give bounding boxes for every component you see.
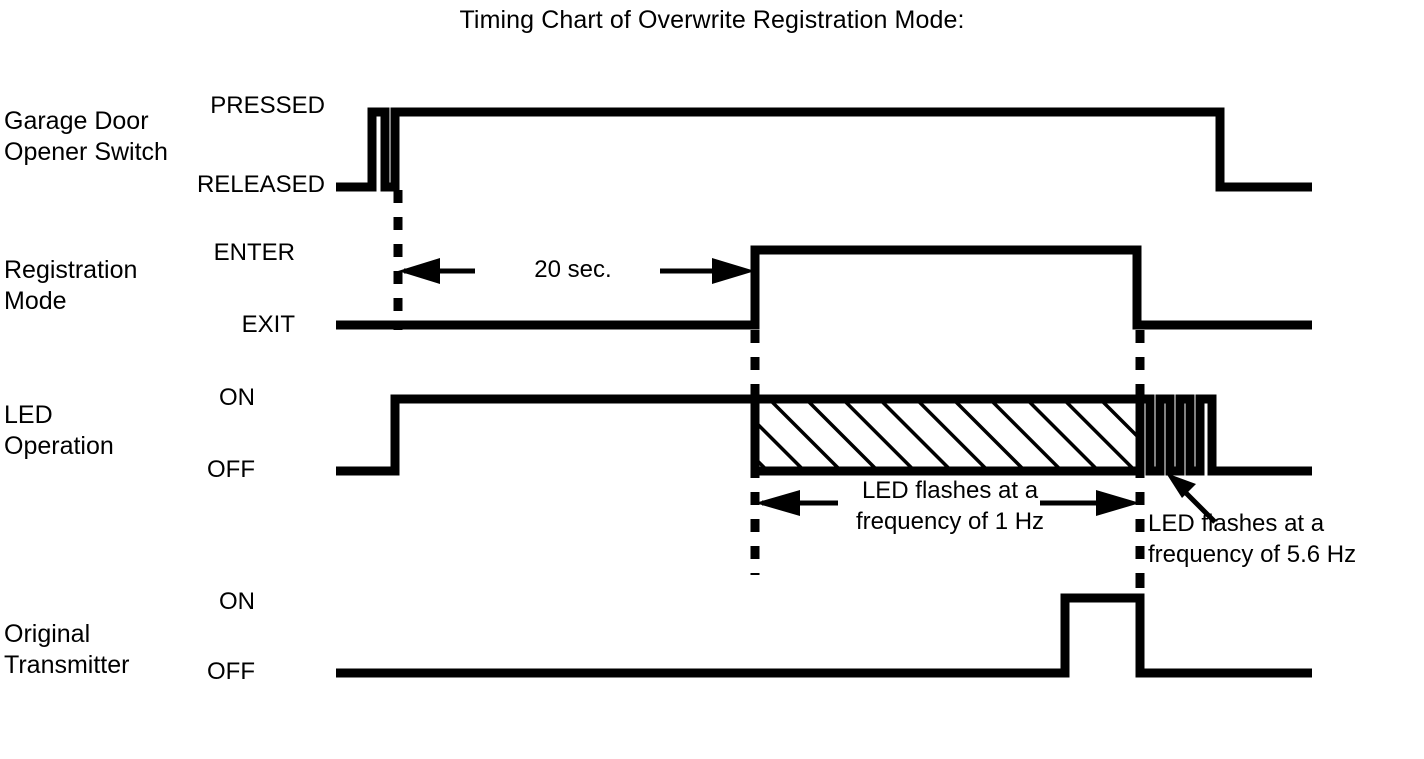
waveform-garage-door-opener-switch — [336, 107, 1312, 192]
signal-label-led-operation: LED Operation — [4, 401, 114, 460]
waveform-original-transmitter — [336, 593, 1312, 678]
measure-arrow-20-sec — [398, 258, 755, 284]
level-label-released: RELEASED — [196, 171, 325, 198]
annotation-led-1hz: LED flashes at a frequency of 1 Hz — [855, 477, 1045, 535]
callout-arrow-led-5-6hz — [1166, 473, 1217, 524]
level-label-pressed: PRESSED — [210, 92, 325, 119]
led-flashing-1hz-block — [750, 394, 1145, 476]
level-label-transmitter-off: OFF — [207, 658, 255, 685]
annotation-20-sec: 20 sec. — [534, 256, 612, 283]
signal-label-original-transmitter: Original Transmitter — [4, 620, 130, 679]
level-label-led-on: ON — [219, 384, 255, 411]
page-title: Timing Chart of Overwrite Registration M… — [459, 6, 965, 34]
level-label-exit: EXIT — [241, 311, 295, 338]
waveform-led-operation — [336, 394, 1312, 476]
signal-label-registration-mode: Registration Mode — [4, 256, 138, 315]
level-label-enter: ENTER — [213, 239, 295, 266]
measure-arrow-led-1hz — [755, 490, 1140, 516]
signal-label-garage-door-opener-switch: Garage Door Opener Switch — [4, 107, 168, 166]
level-label-transmitter-on: ON — [219, 588, 255, 615]
annotation-led-5-6hz: LED flashes at a frequency of 5.6 Hz — [1148, 510, 1357, 568]
waveform-registration-mode — [336, 245, 1312, 330]
level-label-led-off: OFF — [207, 456, 255, 483]
